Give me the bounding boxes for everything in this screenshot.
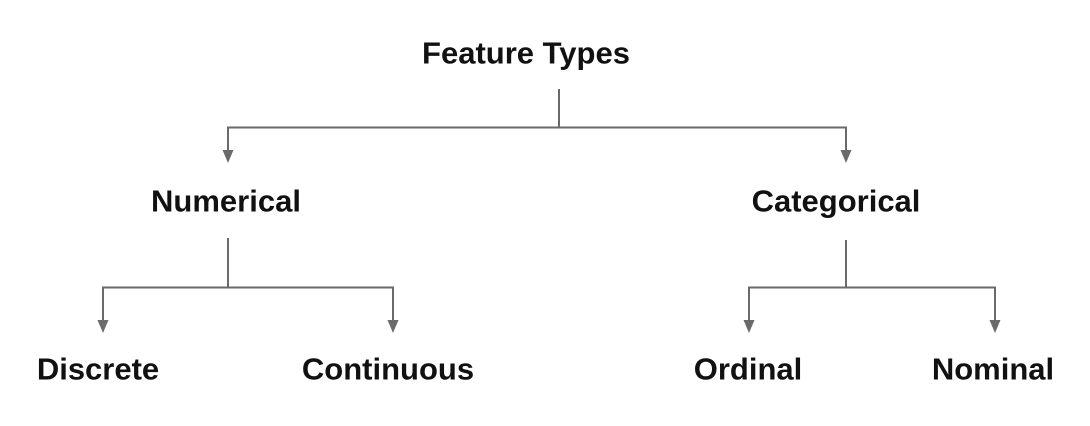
node-ordinal: Ordinal [693, 351, 803, 387]
node-categorical: Categorical [751, 183, 921, 219]
arrow-down-icon [97, 320, 109, 333]
arrow-down-icon [387, 320, 399, 333]
node-numerical: Numerical [151, 183, 301, 219]
arrow-down-icon [222, 150, 234, 163]
connector-numerical-to-children [102, 238, 394, 321]
node-discrete: Discrete [36, 351, 160, 387]
arrow-down-icon [989, 320, 1001, 333]
arrow-down-icon [840, 150, 852, 163]
connector-root-to-branches [227, 89, 847, 151]
node-feature-types: Feature Types [422, 35, 630, 71]
node-nominal: Nominal [931, 351, 1055, 387]
arrow-down-icon [743, 320, 755, 333]
node-continuous: Continuous [301, 351, 475, 387]
connector-categorical-to-children [748, 240, 996, 321]
